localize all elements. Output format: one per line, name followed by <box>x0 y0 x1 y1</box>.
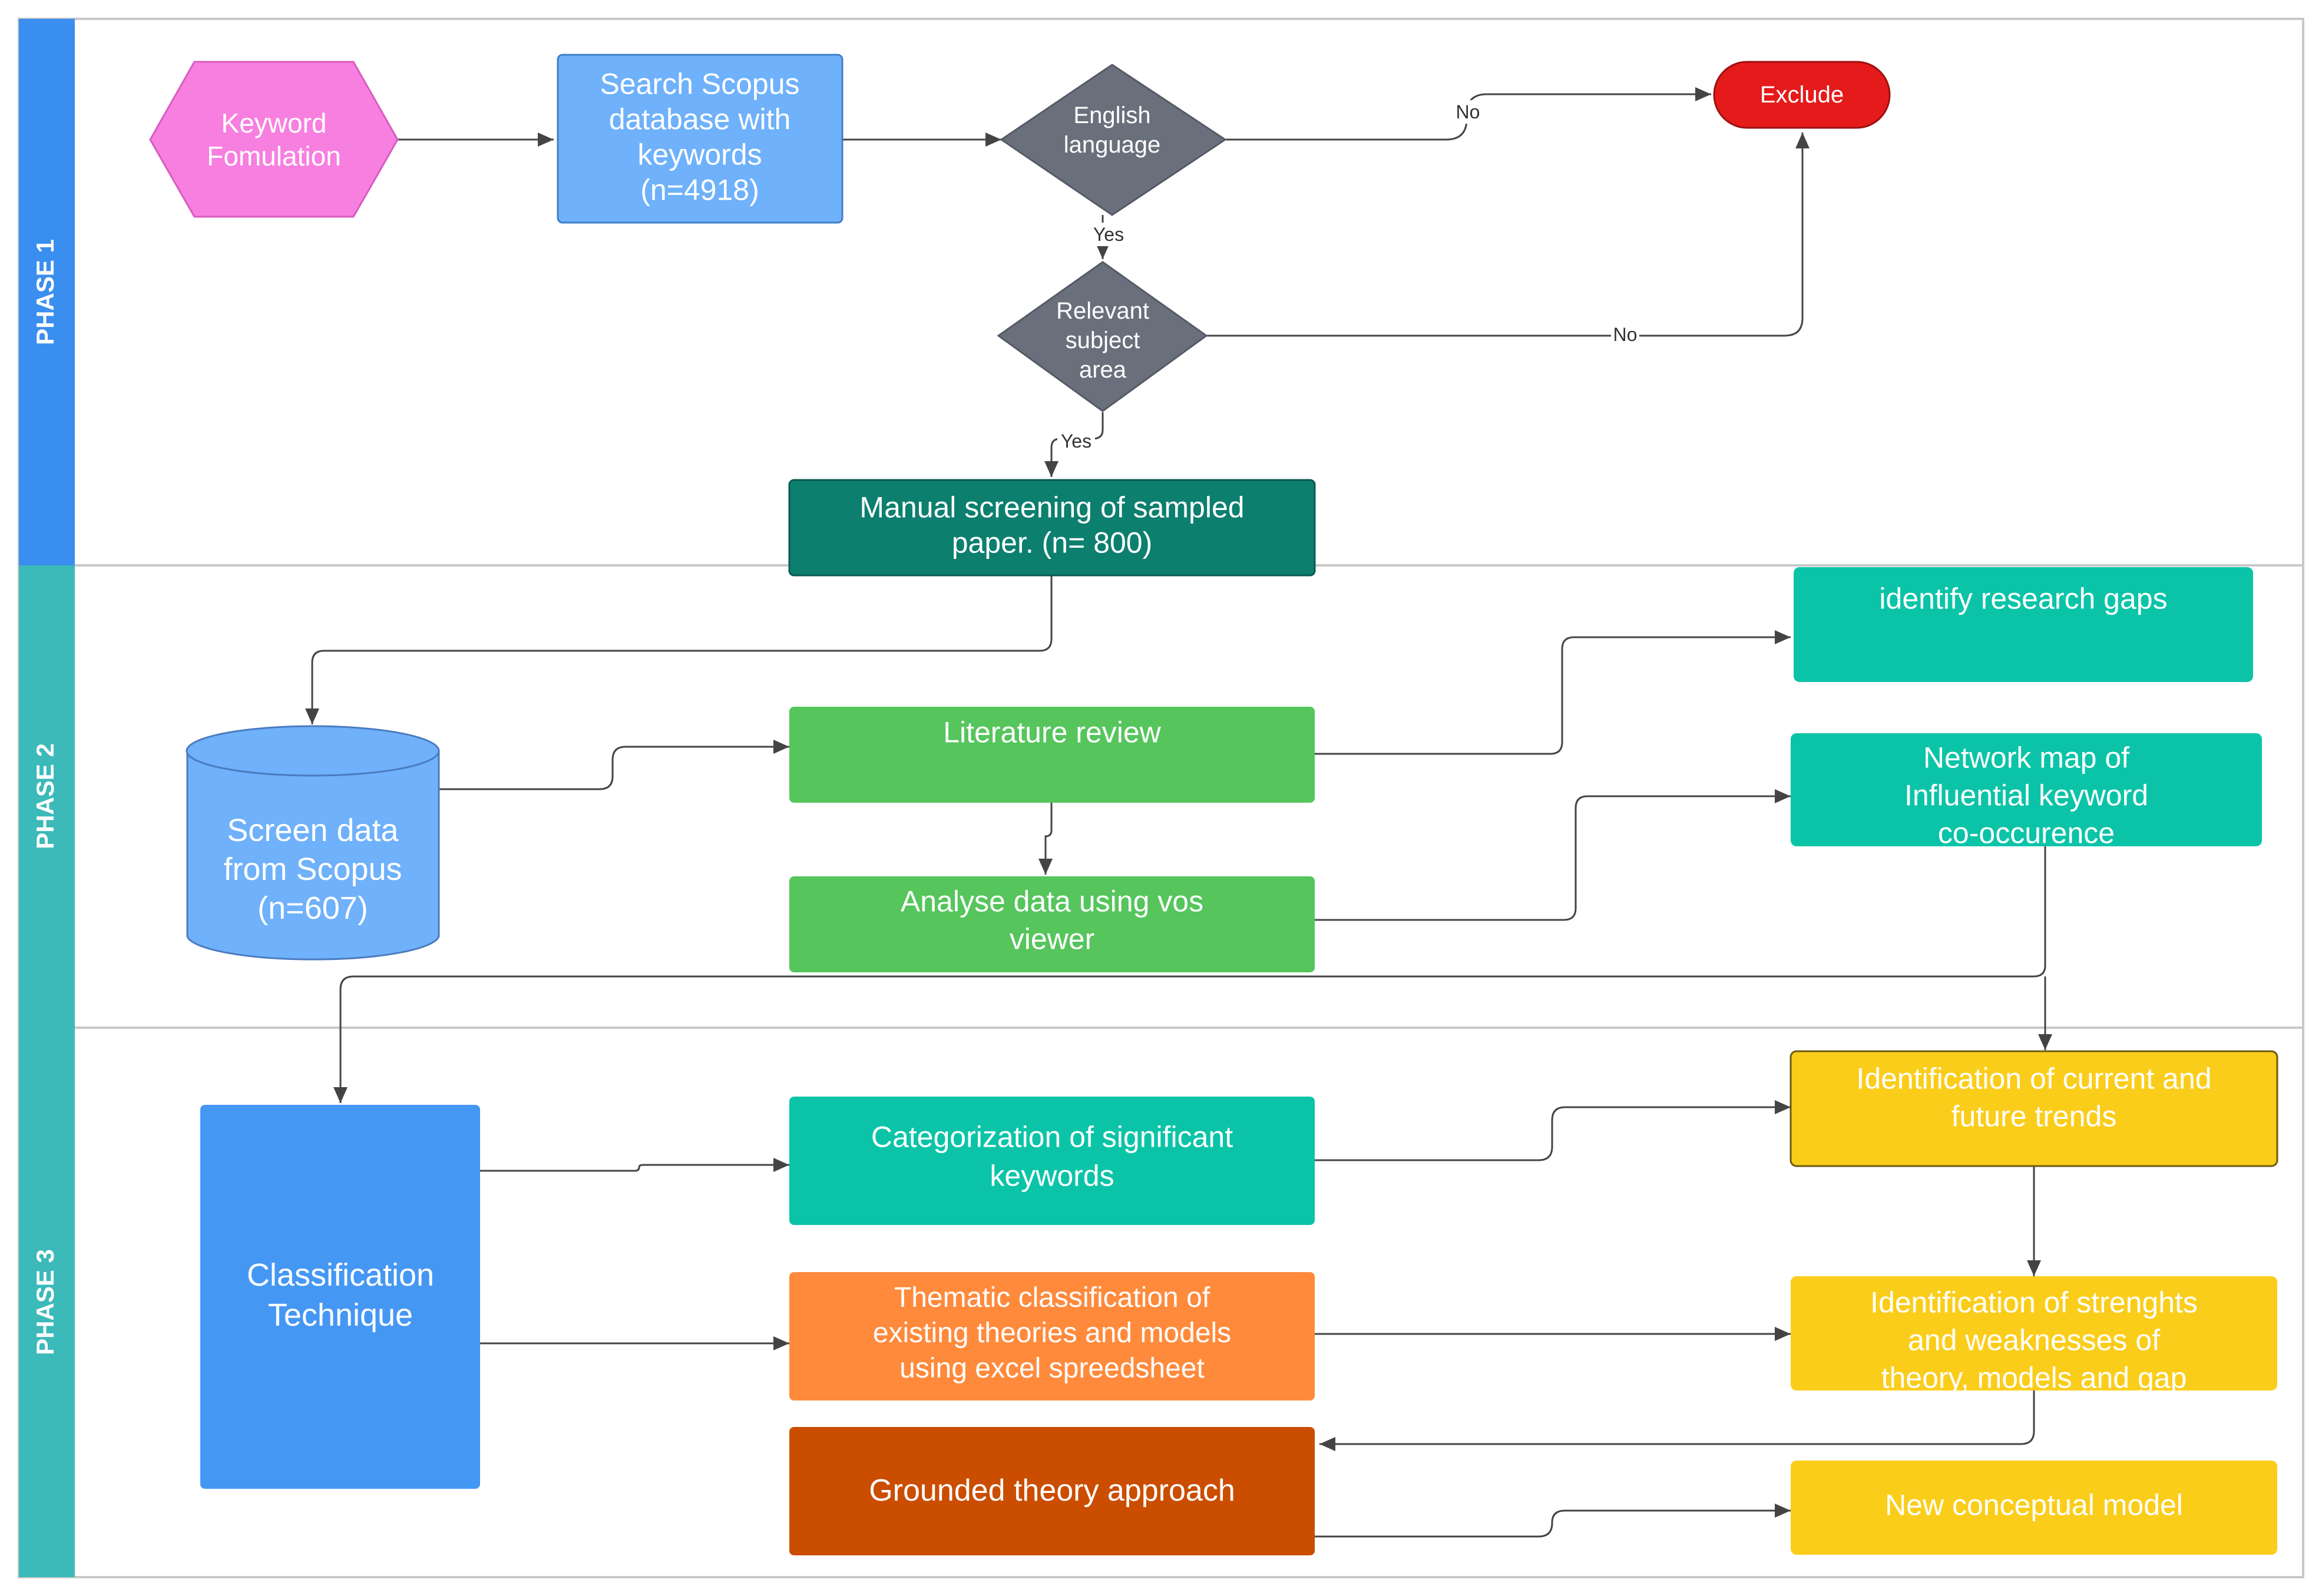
phase-2-lane-header: PHASE 2 <box>19 565 75 1028</box>
network-label-line: co-occurence <box>1938 817 2115 850</box>
svg-text:PHASE 1: PHASE 1 <box>31 239 59 345</box>
svg-text:Literature review: Literature review <box>943 716 1161 749</box>
search-label-line: keywords <box>637 138 762 171</box>
screen-label-line: (n=607) <box>257 890 368 926</box>
svg-text:Exclude: Exclude <box>1760 82 1844 108</box>
relevant-label-line: Relevant <box>1056 298 1149 324</box>
grounded-theory-node: Grounded theory approach <box>789 1427 1315 1555</box>
edge-categorization-trends <box>1315 1100 1791 1161</box>
network-label-line: Influential keyword <box>1904 779 2148 812</box>
svg-text:PHASE 3: PHASE 3 <box>31 1249 59 1355</box>
edge-network-classification <box>333 846 2046 1103</box>
edge-label-english-no: No <box>1456 101 1480 122</box>
edge-label-relevant-no: No <box>1613 324 1638 345</box>
grounded-label-line: Grounded theory approach <box>869 1474 1235 1508</box>
connectors <box>305 87 2052 1538</box>
trends-label-line: future trends <box>1951 1100 2117 1133</box>
categorization-label-line: keywords <box>990 1160 1114 1193</box>
classification-label-line: Technique <box>268 1297 413 1333</box>
edge-labels: No Yes No Yes <box>1057 100 1639 452</box>
svg-text:Grounded theory approach: Grounded theory approach <box>869 1474 1235 1508</box>
edge-analyse-network <box>1315 789 1791 921</box>
thematic-label-line: existing theories and models <box>873 1317 1231 1349</box>
analyse-label-line: Analyse data using vos <box>901 885 1203 918</box>
edge-screen-literature <box>439 740 789 790</box>
edge-relevant-exclude <box>1206 133 1810 337</box>
svg-text:identify research gaps: identify research gaps <box>1879 582 2167 615</box>
thematic-classification-node: Thematic classification of existing theor… <box>789 1272 1315 1400</box>
manual-label-line: Manual screening of sampled <box>859 491 1244 524</box>
strengths-label-line: and weaknesses of <box>1908 1324 2160 1357</box>
literature-label-line: Literature review <box>943 716 1161 749</box>
edge-literature-analyse <box>1038 803 1053 875</box>
network-label-line: Network map of <box>1923 741 2129 774</box>
keyword-label-line: Keyword <box>221 108 327 138</box>
strengths-label-line: theory, models and gap <box>1881 1362 2187 1395</box>
current-future-trends-node: Identification of current and future tren… <box>1790 1050 2278 1167</box>
edge-label-relevant-yes: Yes <box>1061 431 1091 452</box>
thematic-label-line: using excel spreedsheet <box>899 1353 1205 1384</box>
keyword-label-line: Fomulation <box>207 141 341 171</box>
edge-strengths-grounded <box>1319 1390 2035 1451</box>
analyse-label-line: viewer <box>1010 923 1094 956</box>
svg-text:PHASE 2: PHASE 2 <box>31 743 59 849</box>
categorization-node: Categorization of significant keywords <box>789 1097 1315 1225</box>
screen-label-line: Screen data <box>227 813 399 848</box>
screen-label-line: from Scopus <box>223 852 402 887</box>
english-language-decision: English language <box>1000 64 1227 216</box>
network-map-node: Network map of Influential keyword co-occu… <box>1791 733 2262 850</box>
exclude-label-line: Exclude <box>1760 82 1844 108</box>
strengths-weaknesses-node: Identification of strenghts and weaknesse… <box>1791 1276 2277 1395</box>
svg-text:New conceptual model: New conceptual model <box>1885 1489 2183 1522</box>
edge-classification-categorization <box>480 1158 789 1172</box>
newmodel-label-line: New conceptual model <box>1885 1489 2183 1522</box>
relevant-subject-decision: Relevant subject area <box>997 261 1208 412</box>
analyse-data-node: Analyse data using vos viewer <box>789 876 1315 972</box>
search-label-line: (n=4918) <box>640 174 759 207</box>
search-label-line: database with <box>609 103 791 136</box>
edge-label-english-yes: Yes <box>1093 224 1124 245</box>
english-label-line: English <box>1073 102 1150 128</box>
english-label-line: language <box>1064 132 1161 158</box>
research-gaps-node: identify research gaps <box>1794 567 2253 682</box>
relevant-label-line: area <box>1079 357 1127 383</box>
thematic-label-line: Thematic classification of <box>894 1282 1210 1313</box>
edge-manual-screen <box>305 575 1053 724</box>
trends-label-line: Identification of current and <box>1856 1062 2211 1095</box>
edge-literature-gaps <box>1315 630 1791 755</box>
categorization-label-line: Categorization of significant <box>871 1121 1233 1154</box>
exclude-node: Exclude <box>1713 61 1891 129</box>
edge-grounded-newmodel <box>1315 1504 1791 1538</box>
search-label-line: Search Scopus <box>600 68 799 101</box>
screen-data-database: Screen data from Scopus(n=607) <box>186 725 440 961</box>
phase-1-lane-header: PHASE 1 <box>19 19 75 565</box>
literature-review-node: Literature review <box>789 707 1315 803</box>
new-conceptual-model-node: New conceptual model <box>1791 1461 2277 1555</box>
strengths-label-line: Identification of strenghts <box>1870 1286 2198 1319</box>
phase-3-lane-header: PHASE 3 <box>19 1028 75 1577</box>
gaps-label-line: identify research gaps <box>1879 582 2167 615</box>
manual-label-line: paper. (n= 800) <box>952 527 1153 559</box>
relevant-label-line: subject <box>1066 327 1140 353</box>
classification-label-line: Classification <box>247 1257 434 1293</box>
